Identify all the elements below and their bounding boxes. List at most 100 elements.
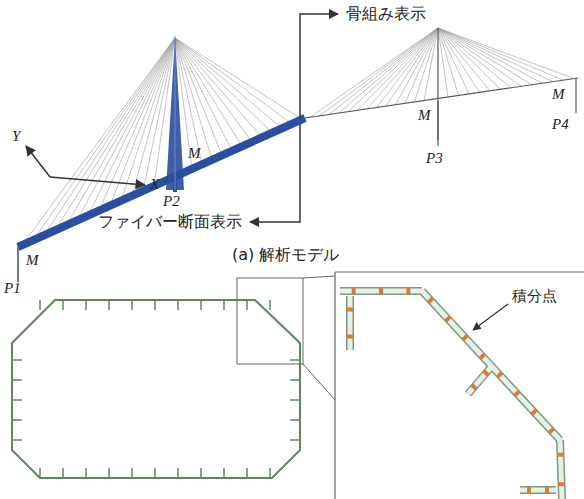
pier-label: P3 [426,150,443,167]
cable [438,28,532,85]
cable [320,28,439,116]
integration-point [548,427,555,434]
stiffener [290,379,300,381]
panel-frame [335,271,584,272]
zoom-line [303,276,335,278]
cable [424,28,438,101]
integration-point [479,353,486,360]
stiffener [246,300,248,310]
fiber-deck [18,118,305,247]
stiffener [12,399,22,401]
cable [175,38,282,128]
callout-text: ファイバー断面表示 [98,213,242,231]
plate [422,291,560,440]
stiffener [177,300,179,310]
cable [438,28,522,86]
cable [396,28,439,105]
cable [438,28,574,79]
stiffener [269,300,271,310]
integration-point [444,315,451,322]
tower [175,36,176,190]
integration-point [352,288,356,294]
stiffener [223,300,225,310]
fiber-section [12,272,584,499]
integration-point [545,487,549,493]
cable [438,28,564,80]
cable [88,38,175,216]
stiffener [85,300,87,310]
cable [358,28,439,110]
stiffener [200,468,202,478]
stiffener [269,468,271,478]
stiffener [154,468,156,478]
integration-point [513,390,520,397]
callout-arrow [250,124,300,222]
pier-label: P4 [552,116,569,133]
skeleton-deck [305,78,578,118]
integration-point [558,482,564,486]
plate [520,486,556,494]
cable [77,38,175,220]
stiffener [12,419,22,421]
cable [367,28,438,109]
cable [175,38,242,146]
zoom-box [237,278,303,364]
cable [438,28,511,88]
stiffener [62,468,64,478]
stiffener [12,359,22,361]
cable [310,28,438,117]
stiffener [290,399,300,401]
axis-arrow [26,146,50,177]
cable [175,38,272,133]
axis-label: Y [12,128,20,145]
integration-point [379,288,383,294]
leader-line [473,304,508,330]
pier [17,247,19,282]
stiffener [290,439,300,441]
cable [175,38,302,119]
stiffener [12,379,22,381]
cable [377,28,439,108]
callout-arrow [300,14,338,118]
zoom-line [303,364,335,400]
skeleton-tower [437,28,438,140]
pier-label: P1 [4,280,21,297]
tower [166,36,184,190]
stiffener [12,439,22,441]
stiffener [108,468,110,478]
plate [422,291,560,440]
callout-text: 骨組み表示 [346,5,426,23]
stay-cables [22,28,574,245]
stiffener [290,359,300,361]
plate [520,488,556,493]
stiffener [200,300,202,310]
cable [348,28,438,112]
integration-point [347,335,353,339]
plate [340,287,422,295]
stiffener [131,468,133,478]
integration-point [462,334,469,341]
cable [415,28,439,102]
box-section [12,300,300,478]
plate [468,366,492,394]
plate [348,296,353,350]
integration-point [527,487,531,493]
cable [438,28,501,89]
integration-point [531,409,538,416]
plate [346,296,354,350]
stiffener [154,300,156,310]
stiffener [223,468,225,478]
point-label: M [26,252,39,269]
integration-point [427,297,434,304]
integration-point [470,384,477,391]
stiffener [290,419,300,421]
plate [560,440,562,499]
stiffeners [12,300,300,478]
plate [560,440,562,499]
cable [386,28,438,106]
pier-label: P2 [163,193,180,210]
stiffener [85,468,87,478]
plate [340,289,422,294]
callout-text: 積分点 [512,288,557,305]
